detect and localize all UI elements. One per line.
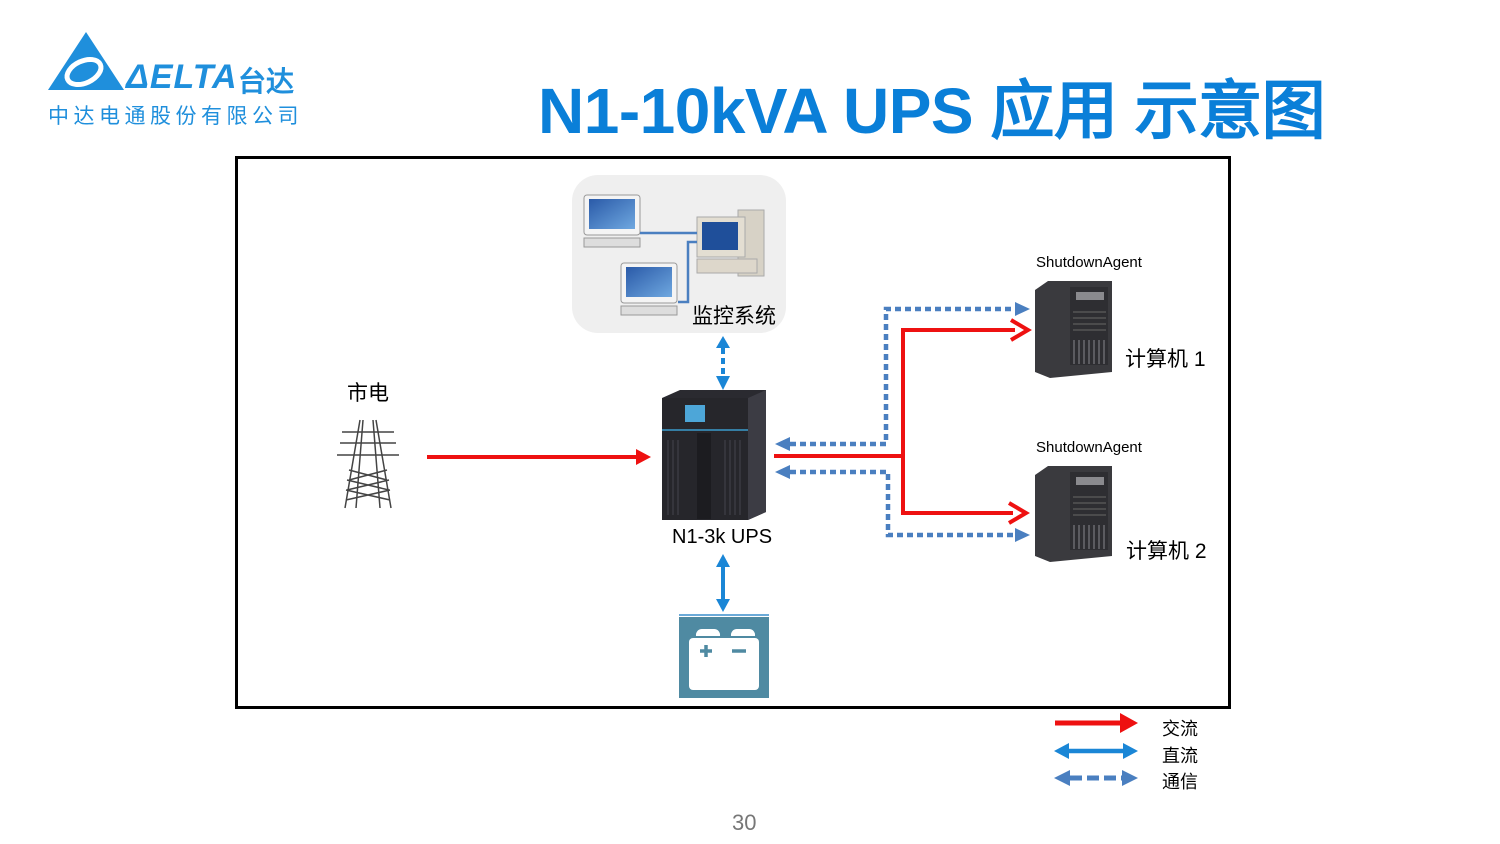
desktop-pc-icon [696,209,765,277]
diagram-frame [235,156,1231,709]
computer2-label: 计算机 2 [1126,540,1207,563]
ac-line-ups-to-computer1 [774,328,1015,458]
battery-icon [679,614,769,698]
arrow-head [1007,501,1030,525]
ups-icon [662,390,766,520]
arrow-head [716,376,730,390]
power-tower-icon [337,419,399,509]
workstation-icon [583,194,641,248]
legend-ac-label: 交流 [1162,719,1198,739]
arrow-head [1054,770,1070,786]
arrow-head [1122,770,1138,786]
ac-connections [427,318,1032,525]
comm-line-ups-computer1 [790,306,1015,447]
delta-triangle-icon [48,32,124,90]
arrow-head [716,336,730,348]
legend [1054,713,1138,786]
monitor-system-label: 监控系统 [692,305,776,328]
ups-label: N1-3k UPS [672,526,773,548]
delta-logo: ΔELTA 台达 中达电通股份有限公司 [46,30,306,130]
server-icon [1035,466,1112,562]
workstation-icon [620,262,678,316]
arrow-head [636,449,651,465]
computer1-label: 计算机 1 [1125,348,1206,371]
logo-brand-cn: 台达 [238,66,295,97]
arrow-head [775,437,790,451]
logo-brand: ΔELTA [126,58,238,96]
grid-label: 市电 [347,382,389,405]
arrow-head [1009,318,1032,342]
arrow-head [716,599,730,612]
arrow-head [1123,743,1138,759]
dc-connection [716,554,730,612]
comm-connections [716,302,1030,542]
page-title: N1-10kVA UPS 应用 示意图 [538,75,1326,147]
network-link [640,231,697,304]
logo-company-name: 中达电通股份有限公司 [48,104,303,128]
arrow-head [716,554,730,567]
legend-comm-label: 通信 [1162,772,1198,792]
server-icon [1035,281,1112,378]
page-number: 30 [732,810,757,835]
shutdown-agent-label: ShutdownAgent [1036,439,1142,456]
arrow-head [1015,302,1030,316]
monitor-system [572,175,786,333]
arrow-head [1120,713,1138,733]
legend-dc-label: 直流 [1162,746,1198,766]
arrow-head [1015,528,1030,542]
ac-line-ups-to-computer2 [901,456,1013,515]
comm-line-ups-computer2 [790,469,1015,538]
arrow-head [1054,743,1069,759]
arrow-head [775,465,790,479]
shutdown-agent-label: ShutdownAgent [1036,254,1142,271]
